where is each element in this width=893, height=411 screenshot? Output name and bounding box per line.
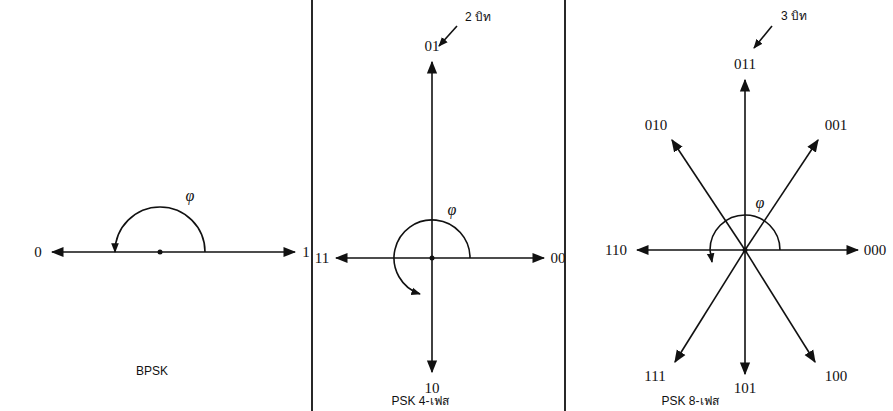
symbol-label: 1 <box>302 244 310 261</box>
phase-symbol: φ <box>756 194 765 212</box>
bit-note: 3 บิท <box>781 10 807 23</box>
symbol-label: 01 <box>425 38 440 55</box>
symbol-label: 110 <box>605 242 627 259</box>
diagram-title: BPSK <box>136 365 168 378</box>
symbol-label: 111 <box>644 368 665 385</box>
phase-symbol: φ <box>448 201 457 219</box>
symbol-label: 011 <box>734 56 756 73</box>
bit-note: 2 บิท <box>465 11 491 24</box>
symbol-label: 010 <box>645 117 668 134</box>
symbol-label: 101 <box>734 380 757 397</box>
symbol-label: 100 <box>825 368 848 385</box>
symbol-label: 00 <box>551 250 566 267</box>
diagram-title: PSK 4-เฟส <box>391 395 448 408</box>
symbol-label: 000 <box>864 242 887 259</box>
symbol-label: 001 <box>825 117 848 134</box>
symbol-label: 10 <box>425 380 440 397</box>
symbol-label: 11 <box>315 250 329 267</box>
phase-symbol: φ <box>186 187 195 205</box>
diagram-title: PSK 8-เฟส <box>661 395 718 408</box>
symbol-label: 0 <box>34 244 42 261</box>
